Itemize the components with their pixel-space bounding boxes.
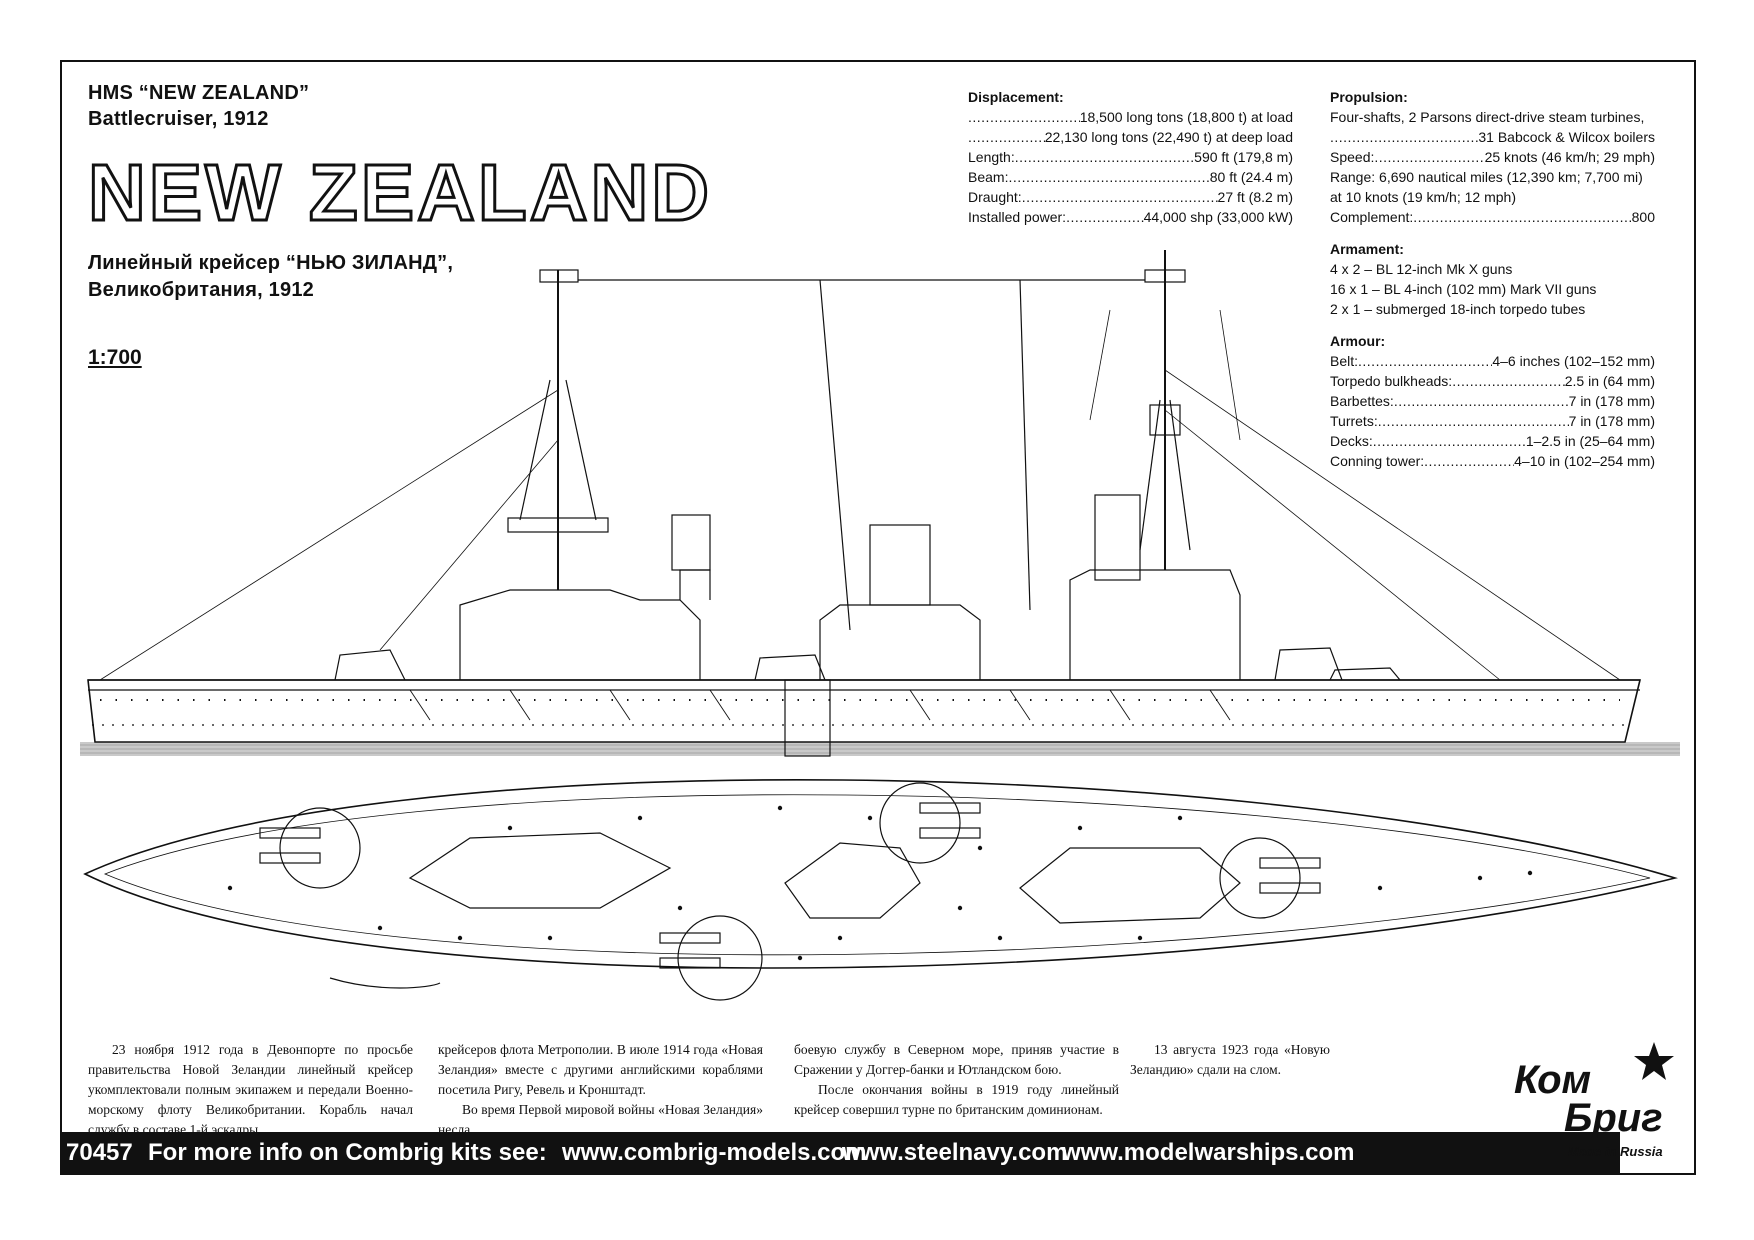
spec-row: Belt:4–6 inches (102–152 mm) [1330,351,1655,371]
ship-plan-drawing [83,778,1678,1001]
ship-profile-drawing [80,250,1680,757]
history-column-4: 13 августа 1923 года «Новую Зеландию» сд… [1130,1042,1330,1077]
propulsion-specs: Propulsion: Four-shafts, 2 Parsons direc… [1330,87,1655,471]
propulsion-heading: Propulsion: [1330,89,1408,105]
spec-row: Speed:25 knots (46 km/h; 29 mph) [1330,147,1655,167]
armament-line: 2 x 1 – submerged 18-inch torpedo tubes [1330,301,1586,317]
spec-row: Draught:27 ft (8.2 m) [968,187,1293,207]
armament-line: 16 x 1 – BL 4-inch (102 mm) Mark VII gun… [1330,281,1597,297]
spec-row: 18,500 long tons (18,800 t) at load [968,107,1293,127]
spec-row: Complement:800 [1330,207,1655,227]
logo-text-bottom: Бриг [1564,1096,1663,1140]
link-modelwarships[interactable]: www.modelwarships.com [1062,1139,1355,1166]
spec-row: Conning tower:4–10 in (102–254 mm) [1330,451,1655,471]
displacement-specs: Displacement: 18,500 long tons (18,800 t… [968,87,1293,227]
displacement-heading: Displacement: [968,89,1064,105]
russian-subtitle: Великобритания, 1912 [88,279,314,301]
drawing-frame [60,60,1696,1175]
spec-row: Length:590 ft (179,8 m) [968,147,1293,167]
spec-row: Turrets:7 in (178 mm) [1330,411,1655,431]
ship-type-heading: Battlecruiser, 1912 [88,108,269,130]
link-steelnavy[interactable]: www.steelnavy.com [842,1139,1068,1166]
range-line: Range: 6,690 nautical miles (12,390 km; … [1330,169,1643,185]
ship-name-heading: HMS “NEW ZEALAND” [88,82,310,104]
armament-heading: Armament: [1330,241,1404,257]
history-column-2: крейсеров флота Метрополии. В июле 1914 … [438,1042,763,1137]
spec-row: Torpedo bulkheads:2.5 in (64 mm) [1330,371,1655,391]
made-in-label: Made in Russia [1568,1144,1663,1159]
star-icon [1634,1042,1674,1080]
propulsion-line: Four-shafts, 2 Parsons direct-drive stea… [1330,109,1645,125]
history-column-1: 23 ноября 1912 года в Девонпорте по прос… [88,1042,413,1137]
outlined-title: NEW ZEALAND [86,147,713,239]
russian-title: Линейный крейсер “НЬЮ ЗИЛАНД”, [88,252,454,274]
spec-row: Beam:80 ft (24.4 m) [968,167,1293,187]
link-combrig[interactable]: www.combrig-models.com [562,1139,867,1166]
spec-row: Installed power:44,000 shp (33,000 kW) [968,207,1293,227]
history-column-3: боевую службу в Северном море, приняв уч… [794,1042,1119,1117]
armour-heading: Armour: [1330,333,1386,349]
logo-text-top: Ком [1514,1058,1592,1102]
spec-row: Barbettes:7 in (178 mm) [1330,391,1655,411]
footer-bar: 70457 For more info on Combrig kits see:… [60,1132,1620,1173]
spec-row: 31 Babcock & Wilcox boilers [1330,127,1655,147]
kit-number: 70457 [66,1139,133,1166]
combrig-logo: Ком Бриг Made in Russia [1502,1040,1692,1170]
spec-row: Decks:1–2.5 in (25–64 mm) [1330,431,1655,451]
scale-label: 1:700 [88,346,142,369]
armament-line: 4 x 2 – BL 12-inch Mk X guns [1330,261,1513,277]
spec-row: 22,130 long tons (22,490 t) at deep load [968,127,1293,147]
footer-info: For more info on Combrig kits see: [148,1139,547,1166]
range-line: at 10 knots (19 km/h; 12 mph) [1330,189,1516,205]
